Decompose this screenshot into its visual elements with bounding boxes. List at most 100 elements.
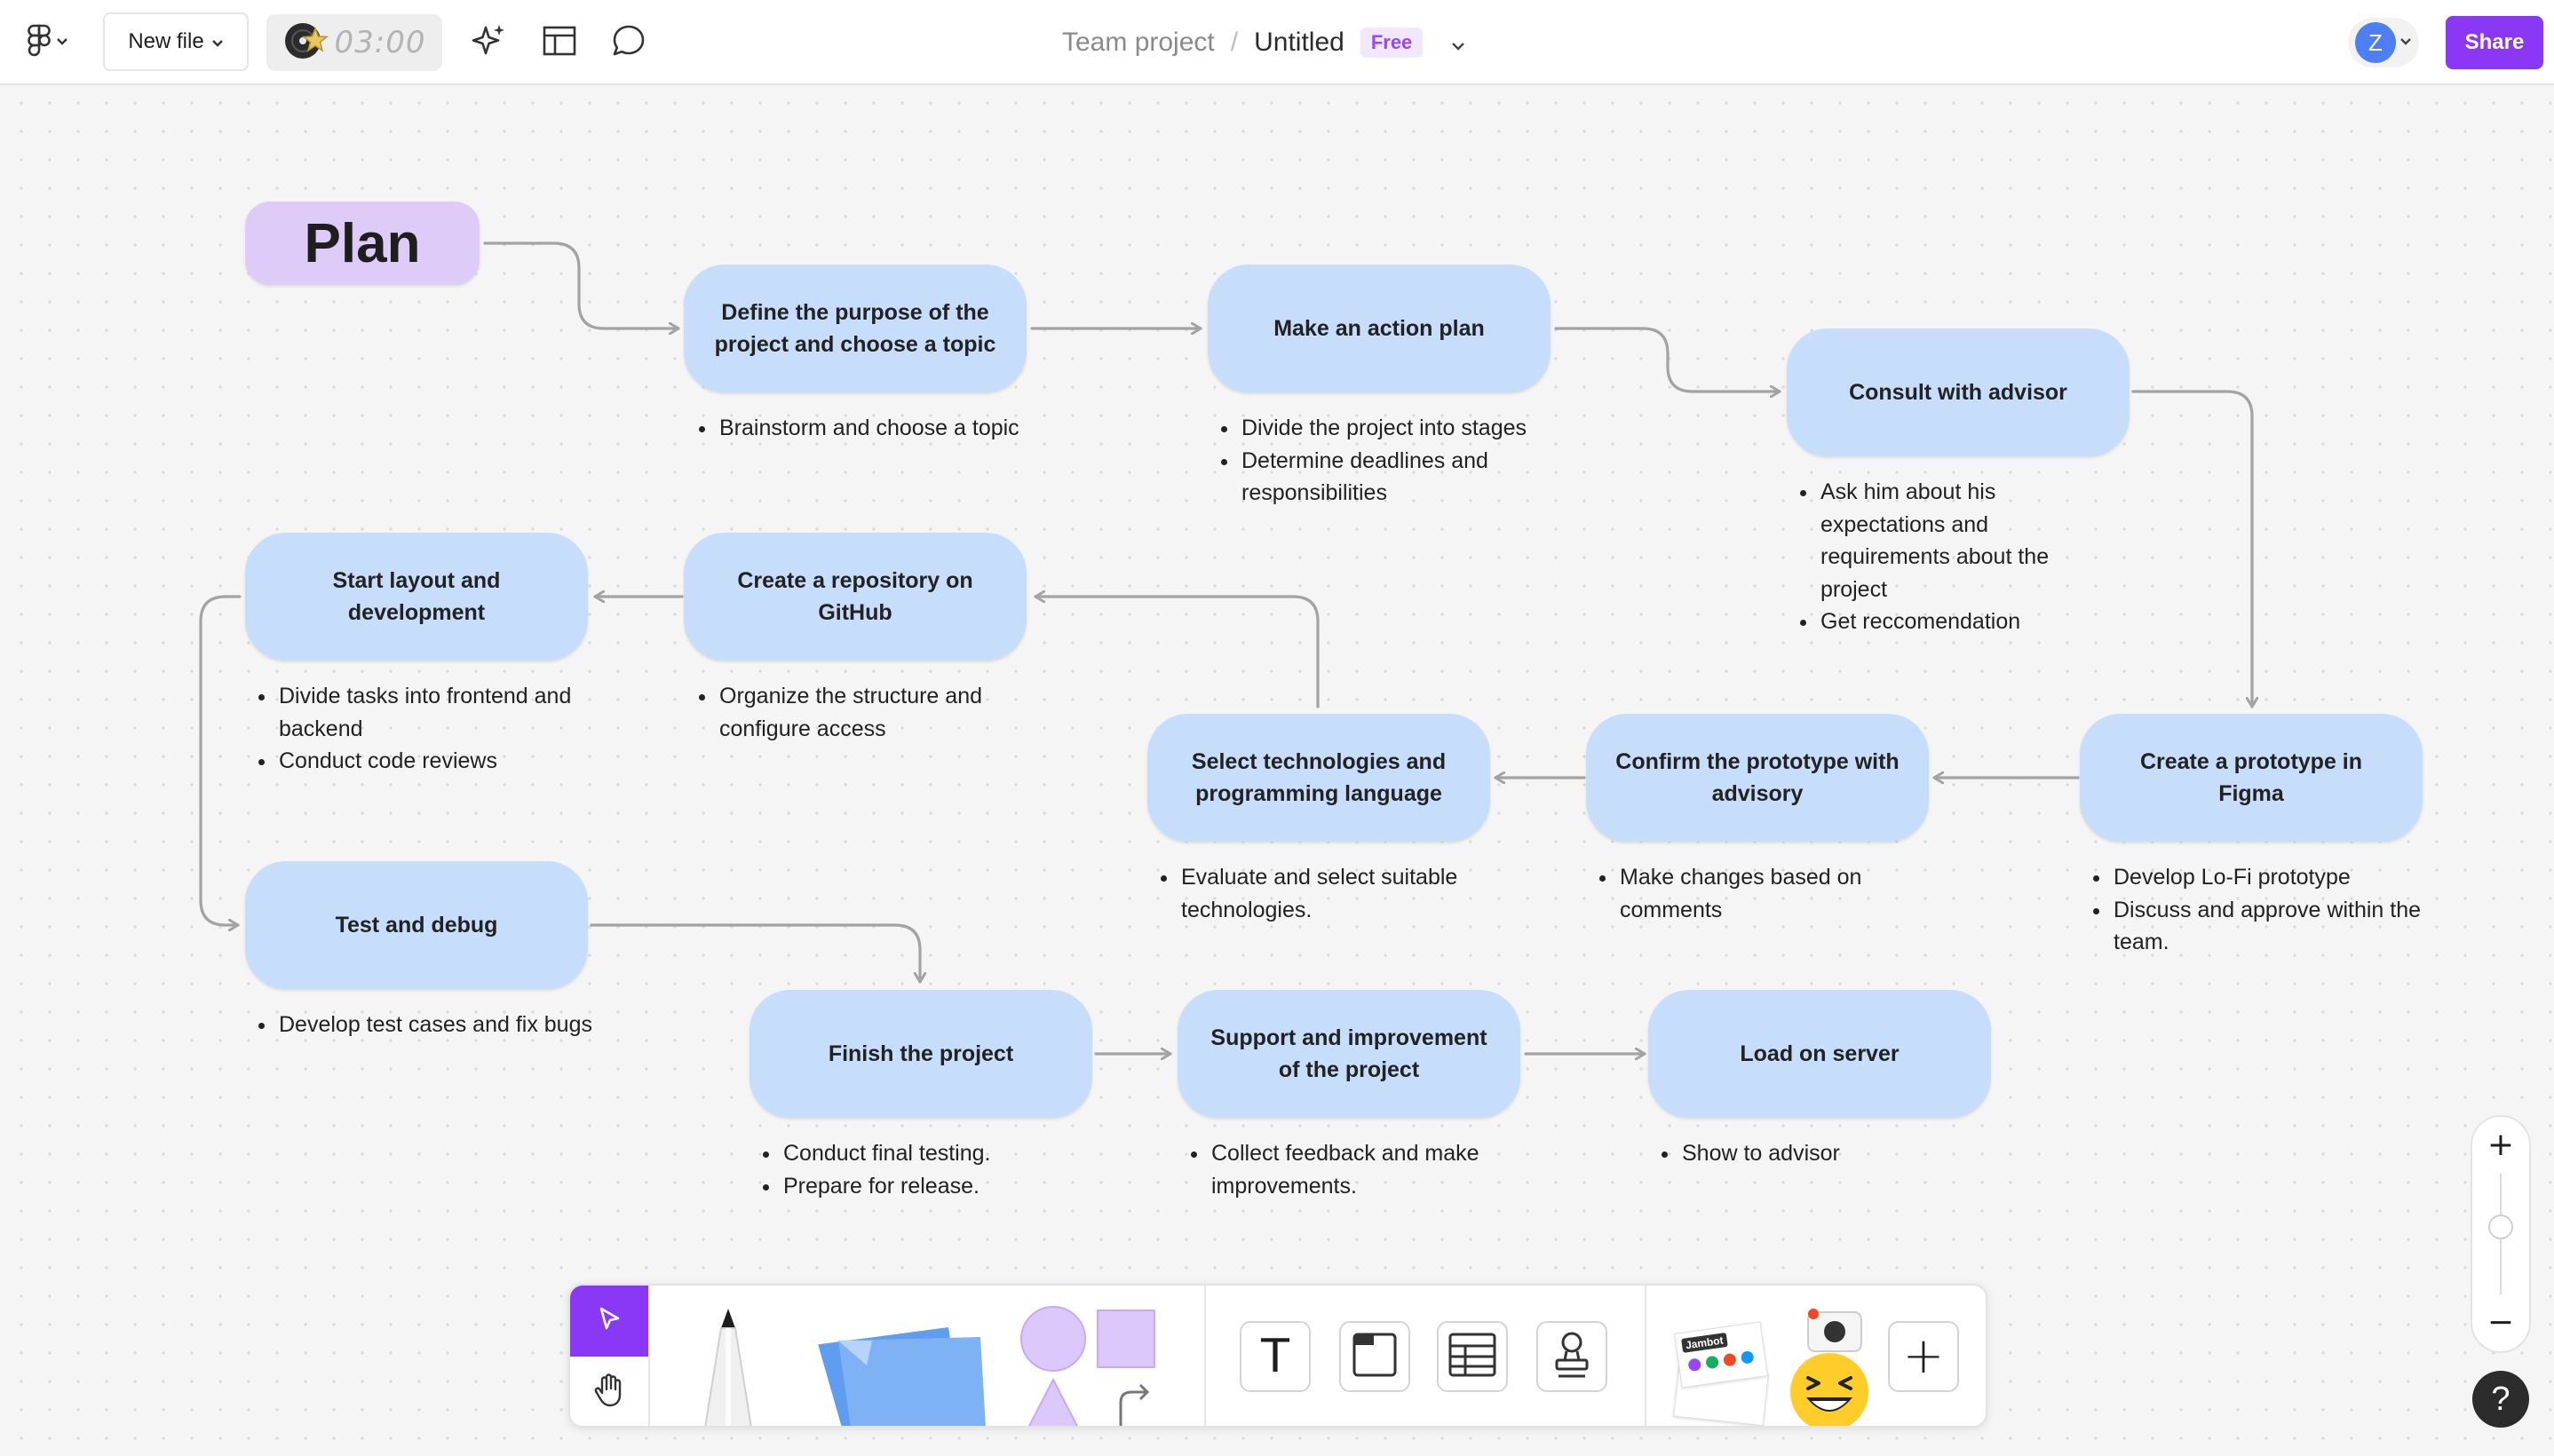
notes-support-improvement: Collect feedback and make improvements. (1185, 1137, 1547, 1202)
arrow-action-plan-to-advisor (1554, 327, 1781, 392)
arrow-plan-to-purpose (483, 241, 680, 328)
breadcrumb-team[interactable]: Team project (1062, 28, 1215, 57)
zoom-in-button[interactable]: + (2487, 1126, 2515, 1163)
sticky-note-tool-button[interactable] (803, 1310, 1007, 1426)
list-item: Ask him about his expectations and requi… (1819, 476, 2112, 605)
toolbar-divider (1645, 1286, 1646, 1426)
flow-node-consult-advisor[interactable]: Consult with advisor (1787, 328, 2130, 456)
toolbar-divider (1204, 1286, 1206, 1426)
notes-load-server: Show to advisor (1655, 1137, 2018, 1170)
stamp-tool-button[interactable] (1536, 1321, 1607, 1392)
arrow-advisor-to-prototype (2131, 390, 2252, 708)
notes-select-technologies: Evaluate and select suitable technologie… (1154, 861, 1517, 926)
list-item: Conduct final testing. (781, 1137, 1119, 1170)
zoom-slider-handle[interactable] (2488, 1215, 2513, 1239)
sparkle-icon (470, 22, 507, 64)
list-item: Determine deadlines and responsibilities (1240, 445, 1577, 510)
new-file-button[interactable]: New file (103, 12, 249, 71)
marker-tool-button[interactable] (684, 1307, 773, 1426)
avatar: Z (2355, 22, 2396, 63)
connector-tool-button[interactable] (1114, 1374, 1154, 1426)
flow-node-select-technologies[interactable]: Select technologies and programming lang… (1147, 714, 1490, 842)
file-menu-chevron-icon[interactable] (1451, 28, 1465, 58)
list-item: Develop test cases and fix bugs (277, 1009, 606, 1041)
flow-node-finish-project[interactable]: Finish the project (750, 990, 1092, 1118)
jambot-label: Jambot (1681, 1333, 1728, 1353)
hand-icon (593, 1373, 625, 1412)
templates-button[interactable] (538, 21, 581, 64)
list-item: Develop Lo-Fi prototype (2112, 861, 2449, 894)
emote-widget-button[interactable] (1778, 1302, 1876, 1426)
notes-define-purpose: Brainstorm and choose a topic (693, 412, 1073, 445)
shape-tool-button[interactable] (1014, 1305, 1156, 1426)
plan-badge: Free (1360, 28, 1424, 58)
more-tools-button[interactable]: + (1888, 1321, 1959, 1392)
flow-node-start-layout[interactable]: Start layout and development (245, 533, 588, 661)
list-item: Discuss and approve within the team. (2112, 894, 2449, 959)
breadcrumb-separator: / (1230, 28, 1239, 57)
ai-actions-button[interactable] (467, 21, 510, 64)
jambot-widget-button[interactable]: Jambot (1671, 1312, 1769, 1426)
shapes-icon (1014, 1305, 1156, 1426)
help-button[interactable]: ? (2472, 1371, 2529, 1428)
hand-tool-button[interactable] (570, 1357, 648, 1426)
flow-node-create-repository[interactable]: Create a repository on GitHub (684, 533, 1027, 661)
arrow-test-to-finish (590, 923, 920, 984)
table-tool-button[interactable] (1437, 1321, 1508, 1392)
text-tool-button[interactable]: T (1240, 1321, 1311, 1392)
chevron-down-icon (2399, 35, 2412, 51)
share-button[interactable]: Share (2446, 16, 2543, 69)
list-item: Make changes based on comments (1618, 861, 1947, 926)
sticky-note-icon (803, 1310, 1007, 1426)
zoom-control: + − (2471, 1115, 2531, 1353)
list-item: Prepare for release. (781, 1170, 1119, 1203)
flow-node-support-improvement[interactable]: Support and improvement of the project (1178, 990, 1520, 1118)
comments-button[interactable] (607, 21, 650, 64)
jambot-card-icon: Jambot (1673, 1317, 1769, 1426)
select-tool-button[interactable] (570, 1286, 648, 1357)
list-item: Divide the project into stages (1240, 412, 1577, 445)
new-file-label: New file (128, 29, 204, 53)
layout-template-icon (542, 25, 577, 61)
music-disc-icon (283, 20, 329, 67)
notes-create-prototype: Develop Lo-Fi prototype Discuss and appr… (2087, 861, 2449, 959)
list-item: Conduct code reviews (277, 745, 632, 778)
list-item: Collect feedback and make improvements. (1210, 1137, 1547, 1202)
notes-create-repository: Organize the structure and configure acc… (693, 680, 1055, 745)
cursor-arrow-icon (595, 1305, 623, 1338)
section-tool-button[interactable] (1339, 1321, 1410, 1392)
flow-node-create-prototype[interactable]: Create a prototype in Figma (2080, 714, 2423, 842)
chevron-down-icon (56, 35, 68, 51)
flow-node-load-server[interactable]: Load on server (1648, 990, 1991, 1118)
timer-display: 03:00 (334, 25, 426, 60)
flow-node-action-plan[interactable]: Make an action plan (1208, 265, 1551, 392)
arrow-layout-to-test (199, 595, 242, 925)
list-item: Organize the structure and configure acc… (718, 680, 1055, 745)
list-item: Brainstorm and choose a topic (718, 412, 1073, 445)
list-item: Divide tasks into frontend and backend (277, 680, 632, 745)
toolbar-divider (648, 1286, 650, 1426)
plus-icon: + (1902, 1327, 1945, 1385)
section-frame-icon (1351, 1331, 1399, 1383)
chevron-down-icon (211, 29, 224, 54)
notes-consult-advisor: Ask him about his expectations and requi… (1794, 476, 2112, 638)
file-name[interactable]: Untitled (1254, 28, 1344, 57)
top-toolbar: New file 03:00 (0, 0, 2554, 85)
notes-finish-project: Conduct final testing. Prepare for relea… (757, 1137, 1119, 1202)
comment-icon (611, 23, 646, 63)
timer-widget[interactable]: 03:00 (266, 14, 442, 71)
text-icon: T (1261, 1330, 1289, 1383)
list-item: Evaluate and select suitable technologie… (1179, 861, 1517, 926)
flow-node-test-debug[interactable]: Test and debug (245, 861, 588, 989)
user-menu[interactable]: Z (2348, 18, 2419, 67)
board-title[interactable]: Plan (245, 202, 480, 285)
flow-node-confirm-prototype[interactable]: Confirm the prototype with advisory (1586, 714, 1929, 842)
stamp-icon (1551, 1330, 1592, 1384)
marker-pen-icon (684, 1307, 773, 1426)
flow-node-define-purpose[interactable]: Define the purpose of the project and ch… (684, 265, 1027, 392)
notes-start-layout: Divide tasks into frontend and backend C… (252, 680, 632, 778)
main-menu-button[interactable] (21, 21, 75, 64)
laughing-emoji-icon (1778, 1302, 1876, 1426)
zoom-out-button[interactable]: − (2487, 1303, 2515, 1341)
